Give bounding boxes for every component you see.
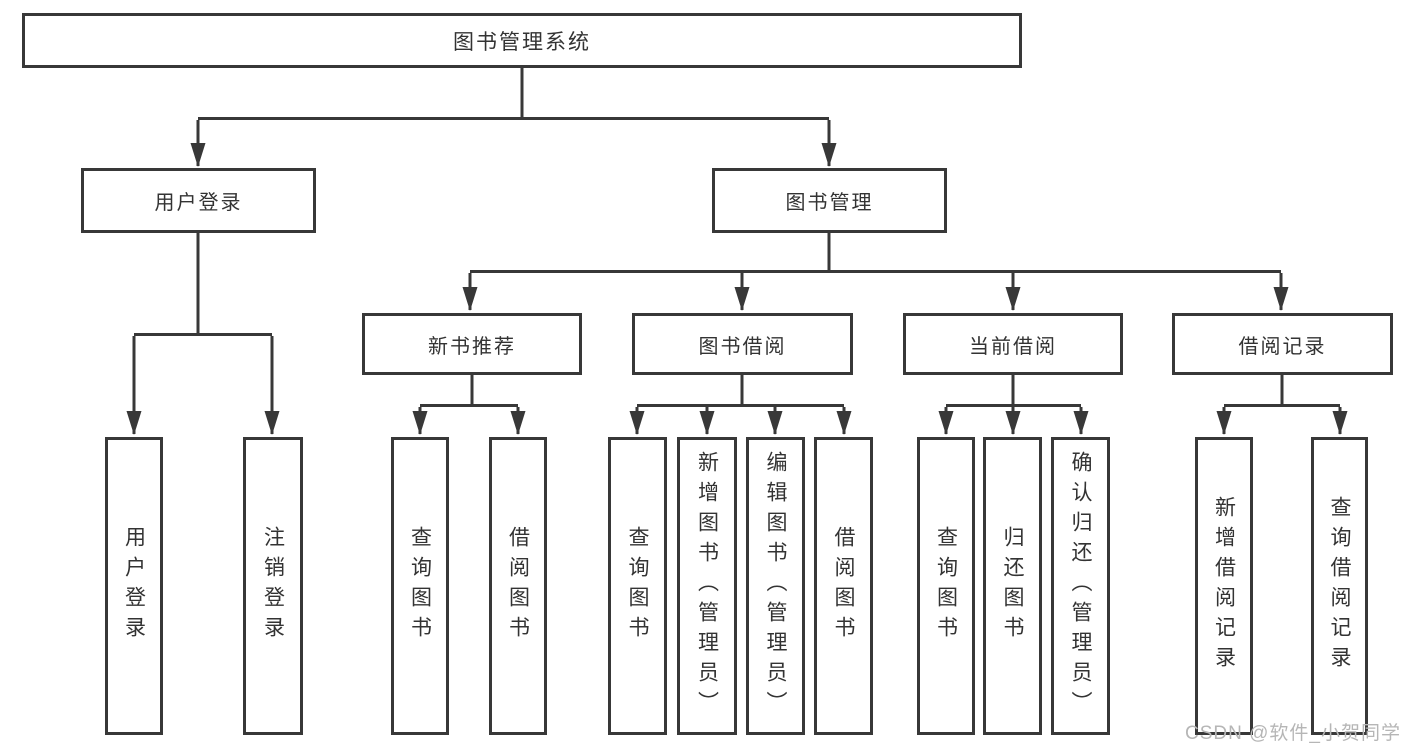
leaf-user-login-label: 用户登录 xyxy=(122,526,146,646)
leaf-recommend-borrow-book: 借阅图书 xyxy=(489,437,547,735)
leaf-current-confirm-return-admin-label: 确认归还（管理员） xyxy=(1069,451,1092,721)
leaf-current-confirm-return-admin: 确认归还（管理员） xyxy=(1051,437,1110,735)
leaf-borrow-edit-book-admin-label: 编辑图书（管理员） xyxy=(764,451,787,721)
leaf-records-query-record-label: 查询借阅记录 xyxy=(1328,496,1351,676)
node-book-borrow-label: 图书借阅 xyxy=(698,335,787,358)
leaf-borrow-borrow-book-label: 借阅图书 xyxy=(832,526,855,646)
node-user-login-label: 用户登录 xyxy=(154,192,243,214)
csdn-watermark: CSDN @软件_小贺同学 xyxy=(1185,723,1401,744)
leaf-recommend-query-book-label: 查询图书 xyxy=(408,526,432,646)
leaf-borrow-edit-book-admin: 编辑图书（管理员） xyxy=(746,437,805,735)
leaf-borrow-query-book: 查询图书 xyxy=(608,437,667,735)
node-book-management: 图书管理 xyxy=(712,168,947,233)
node-current-borrow: 当前借阅 xyxy=(903,313,1123,375)
node-borrow-records: 借阅记录 xyxy=(1172,313,1393,375)
node-borrow-records-label: 借阅记录 xyxy=(1238,335,1327,358)
leaf-recommend-query-book: 查询图书 xyxy=(391,437,449,735)
leaf-records-add-record: 新增借阅记录 xyxy=(1195,437,1253,735)
node-current-borrow-label: 当前借阅 xyxy=(969,335,1057,358)
leaf-logout-label: 注销登录 xyxy=(261,526,285,646)
leaf-borrow-query-book-label: 查询图书 xyxy=(626,526,649,646)
leaf-records-add-record-label: 新增借阅记录 xyxy=(1212,496,1236,676)
leaf-recommend-borrow-book-label: 借阅图书 xyxy=(506,526,530,646)
leaf-borrow-add-book-admin: 新增图书（管理员） xyxy=(677,437,737,735)
node-new-book-recommend-label: 新书推荐 xyxy=(428,335,516,358)
node-user-login: 用户登录 xyxy=(81,168,316,233)
leaf-logout: 注销登录 xyxy=(243,437,303,735)
leaf-current-query-book-label: 查询图书 xyxy=(934,526,958,646)
node-root: 图书管理系统 xyxy=(22,13,1022,68)
leaf-records-query-record: 查询借阅记录 xyxy=(1311,437,1368,735)
leaf-current-return-book-label: 归还图书 xyxy=(1001,526,1024,646)
leaf-current-return-book: 归还图书 xyxy=(983,437,1042,735)
leaf-borrow-add-book-admin-label: 新增图书（管理员） xyxy=(695,451,719,721)
leaf-current-query-book: 查询图书 xyxy=(917,437,975,735)
node-new-book-recommend: 新书推荐 xyxy=(362,313,582,375)
leaf-borrow-borrow-book: 借阅图书 xyxy=(814,437,873,735)
node-root-label: 图书管理系统 xyxy=(453,30,591,54)
node-book-management-label: 图书管理 xyxy=(785,192,874,214)
leaf-user-login: 用户登录 xyxy=(105,437,163,735)
node-book-borrow: 图书借阅 xyxy=(632,313,853,375)
